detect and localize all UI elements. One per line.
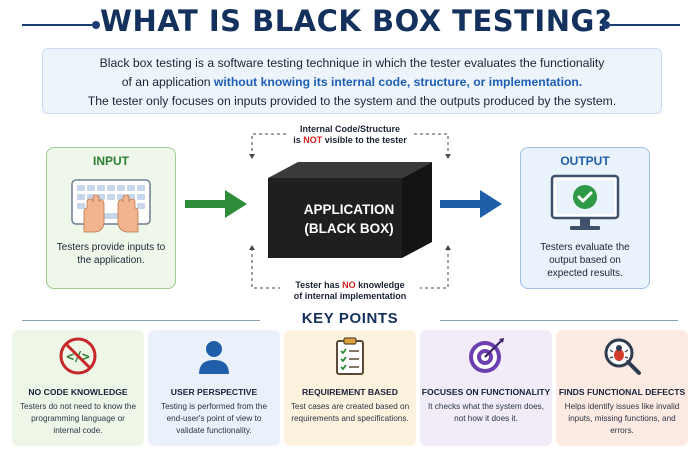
no-knowledge-caption-line-1: Tester has NO knowledge: [252, 280, 448, 291]
hidden-code-caption-prefix: is: [293, 135, 304, 145]
keyboard-hands-icon: [71, 179, 151, 233]
key-point-card: FINDS FUNCTIONAL DEFECTS Helps identify …: [556, 330, 688, 446]
key-points-rule-right: [440, 320, 678, 321]
hidden-code-caption-line-2: is NOT visible to the tester: [252, 135, 448, 146]
key-point-body: Test cases are created based on requirem…: [290, 402, 410, 423]
title-bar: WHAT IS BLACK BOX TESTING?: [0, 4, 700, 44]
input-card: INPUT Testers provide inputs to the appl…: [46, 147, 176, 289]
key-point-body: Testers do not need to know the programm…: [19, 402, 137, 435]
key-point-card: FOCUSES ON FUNCTIONALITY It checks what …: [420, 330, 552, 446]
key-point-title: REQUIREMENT BASED: [302, 387, 398, 397]
title-rule-right: [610, 24, 680, 26]
application-label-line-1: APPLICATION: [303, 202, 395, 217]
key-point-body: It checks what the system does, not how …: [427, 402, 545, 423]
no-knowledge-caption-suffix: knowledge: [355, 280, 405, 290]
key-point-card: </> NO CODE KNOWLEDGE Testers do not nee…: [12, 330, 144, 446]
no-knowledge-caption-line-2: of internal implementation: [293, 291, 407, 301]
output-arrow-icon: [440, 190, 502, 218]
key-point-title: FINDS FUNCTIONAL DEFECTS: [558, 387, 686, 397]
key-points-heading: KEY POINTS: [301, 310, 399, 327]
hidden-code-caption-suffix: visible to the tester: [322, 135, 407, 145]
title-dot-right: [602, 21, 610, 29]
hidden-code-caption: Internal Code/Structure is NOT visible t…: [252, 124, 448, 146]
no-knowledge-caption-prefix: Tester has: [295, 280, 343, 290]
key-point-title: NO CODE KNOWLEDGE: [28, 387, 128, 397]
key-point-title: FOCUSES ON FUNCTIONALITY: [421, 387, 551, 397]
key-points-rule-left: [22, 320, 260, 321]
monitor-check-icon: [550, 174, 620, 230]
no-knowledge-caption: Tester has NO knowledge of internal impl…: [252, 280, 448, 302]
black-box-cube: [268, 162, 432, 258]
no-code-icon: </>: [59, 337, 97, 375]
title-dot-left: [92, 21, 100, 29]
definition-line-2-prefix: of an application: [121, 75, 214, 89]
input-description: Testers provide inputs to the applicatio…: [56, 242, 166, 266]
definition-highlight: without knowing its internal code, struc…: [213, 75, 583, 89]
input-arrow-icon: [185, 190, 247, 218]
application-label: APPLICATION (BLACK BOX): [262, 200, 436, 238]
key-point-card: REQUIREMENT BASED Test cases are created…: [284, 330, 416, 446]
not-emphasis: NOT: [303, 135, 323, 145]
definition-line-2: of an application without knowing its in…: [43, 73, 661, 92]
key-point-card: USER PERSPECTIVE Testing is performed fr…: [148, 330, 280, 446]
dashed-bracket-lines: [249, 133, 451, 289]
clipboard-checklist-icon: [336, 337, 364, 375]
bug-magnifier-icon: [604, 338, 641, 375]
output-card: OUTPUT Testers evaluate the output based…: [520, 147, 650, 289]
user-icon: [199, 341, 229, 374]
hidden-code-caption-line-1: Internal Code/Structure: [299, 124, 400, 134]
title-rule-left: [22, 24, 92, 26]
output-title: OUTPUT: [560, 154, 610, 168]
definition-box: Black box testing is a software testing …: [42, 48, 662, 114]
no-emphasis: NO: [342, 280, 356, 290]
output-description: Testers evaluate the output based on exp…: [540, 242, 630, 279]
page-title: WHAT IS BLACK BOX TESTING?: [100, 4, 613, 38]
input-title: INPUT: [93, 154, 129, 168]
definition-line-3: The tester only focuses on inputs provid…: [87, 94, 617, 108]
application-label-line-2: (BLACK BOX): [304, 221, 394, 236]
key-point-title: USER PERSPECTIVE: [170, 387, 258, 397]
definition-line-1: Black box testing is a software testing …: [99, 56, 605, 70]
key-point-body: Testing is performed from the end-user's…: [160, 402, 268, 435]
target-icon: [469, 338, 504, 373]
key-point-body: Helps identify issues like invalid input…: [564, 402, 680, 435]
